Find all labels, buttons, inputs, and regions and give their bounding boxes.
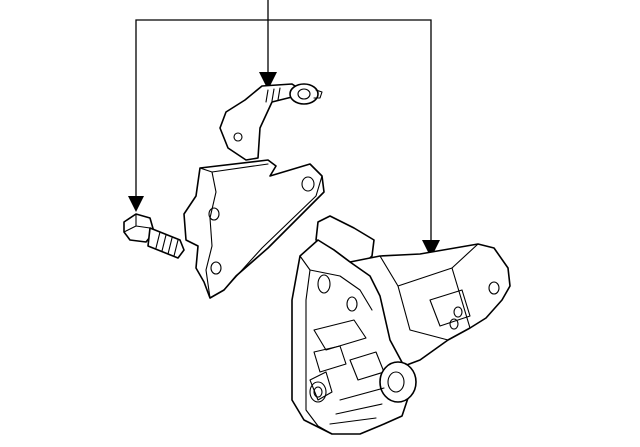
harness-clip-hole (297, 88, 311, 100)
harness-clip-ring (289, 83, 319, 105)
mount-boss (379, 361, 417, 403)
plate-hole-upper (301, 176, 315, 192)
mount-boss-hole (387, 371, 405, 393)
arrowhead-bolt (128, 196, 144, 212)
plate-hole-left (208, 207, 220, 221)
stem-hole (233, 132, 243, 142)
callout-lines (128, 0, 440, 258)
mount-hole-mid (346, 296, 358, 312)
plate-hole-lower (210, 261, 222, 275)
bolt (123, 213, 185, 259)
arrowhead-upper-bracket (259, 72, 277, 90)
callout-line-bolt (135, 19, 268, 200)
mount-lower-socket (309, 381, 327, 403)
arm-hole-right (488, 281, 500, 295)
mount-hole-upper (317, 274, 331, 294)
bracket-stem (219, 83, 299, 161)
arrowhead-mount-bracket (422, 240, 440, 258)
upper-bracket (183, 83, 325, 299)
callout-line-mount (268, 19, 432, 240)
bolt-shank (147, 227, 185, 259)
mount-bracket (291, 215, 511, 435)
